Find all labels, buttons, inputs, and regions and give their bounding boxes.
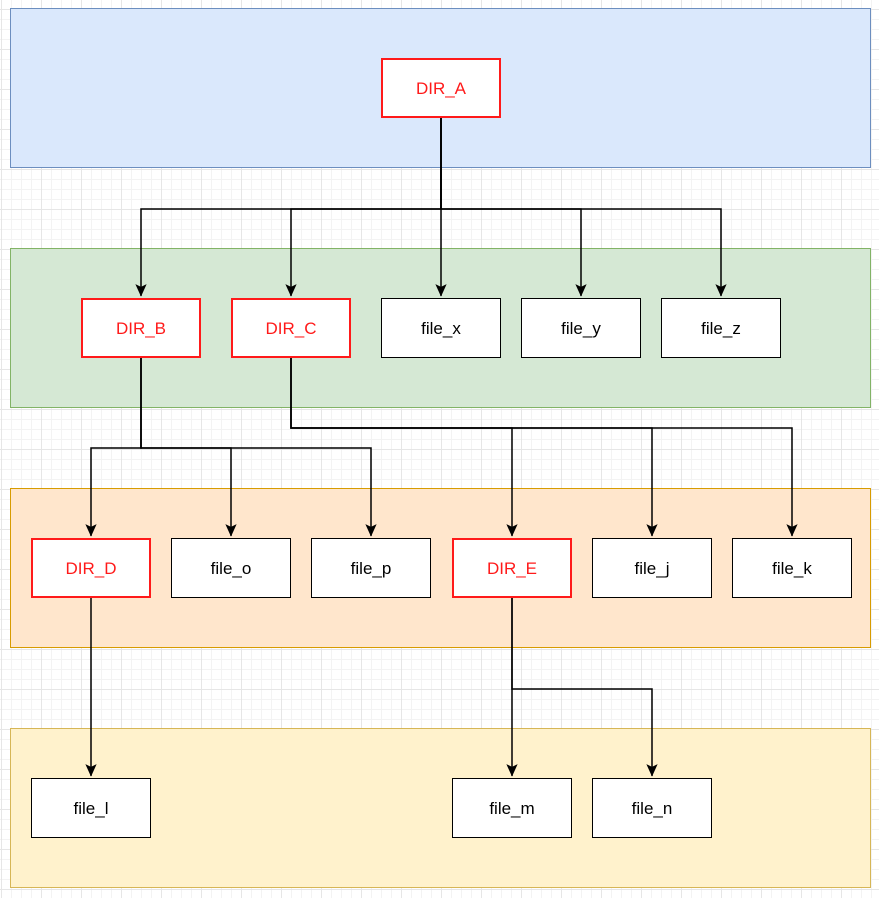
node-file-o: file_o — [171, 538, 291, 598]
node-file-y: file_y — [521, 298, 641, 358]
node-dir-c: DIR_C — [231, 298, 351, 358]
level-band-4 — [10, 728, 871, 888]
node-file-m: file_m — [452, 778, 572, 838]
node-file-n: file_n — [592, 778, 712, 838]
node-dir-a: DIR_A — [381, 58, 501, 118]
node-file-z: file_z — [661, 298, 781, 358]
node-file-x: file_x — [381, 298, 501, 358]
node-dir-b: DIR_B — [81, 298, 201, 358]
node-file-j: file_j — [592, 538, 712, 598]
node-dir-d: DIR_D — [31, 538, 151, 598]
node-dir-e: DIR_E — [452, 538, 572, 598]
node-file-l: file_l — [31, 778, 151, 838]
node-file-p: file_p — [311, 538, 431, 598]
node-file-k: file_k — [732, 538, 852, 598]
